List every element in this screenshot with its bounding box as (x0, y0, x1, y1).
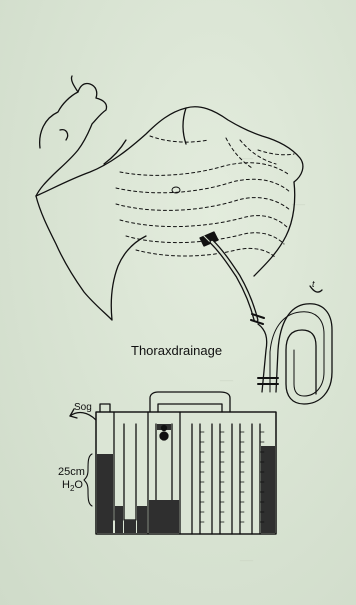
water-column-brace (84, 454, 92, 506)
clavicle-line (150, 136, 208, 142)
drainage-tube (212, 242, 256, 320)
patient-back-line (254, 182, 295, 276)
water-column-value: 25cm (58, 466, 85, 478)
tube-marker-label: t (312, 279, 315, 289)
drainage-tube-inner (212, 242, 256, 320)
water-seal-fluid (97, 454, 113, 533)
water-column-unit: H2O (62, 479, 83, 493)
collection-fluid (261, 446, 275, 533)
patient-shoulder-line (104, 108, 186, 164)
patient-nose-line (71, 76, 78, 92)
suction-arrow (70, 413, 96, 420)
thoraxdrainage-label: Thoraxdrainage (131, 343, 222, 358)
patient-arm-outline (36, 196, 146, 320)
drainage-unit (96, 392, 276, 534)
tube-connector (258, 378, 278, 384)
suction-label: Sog (74, 402, 92, 413)
patient-ear-line (60, 130, 68, 140)
